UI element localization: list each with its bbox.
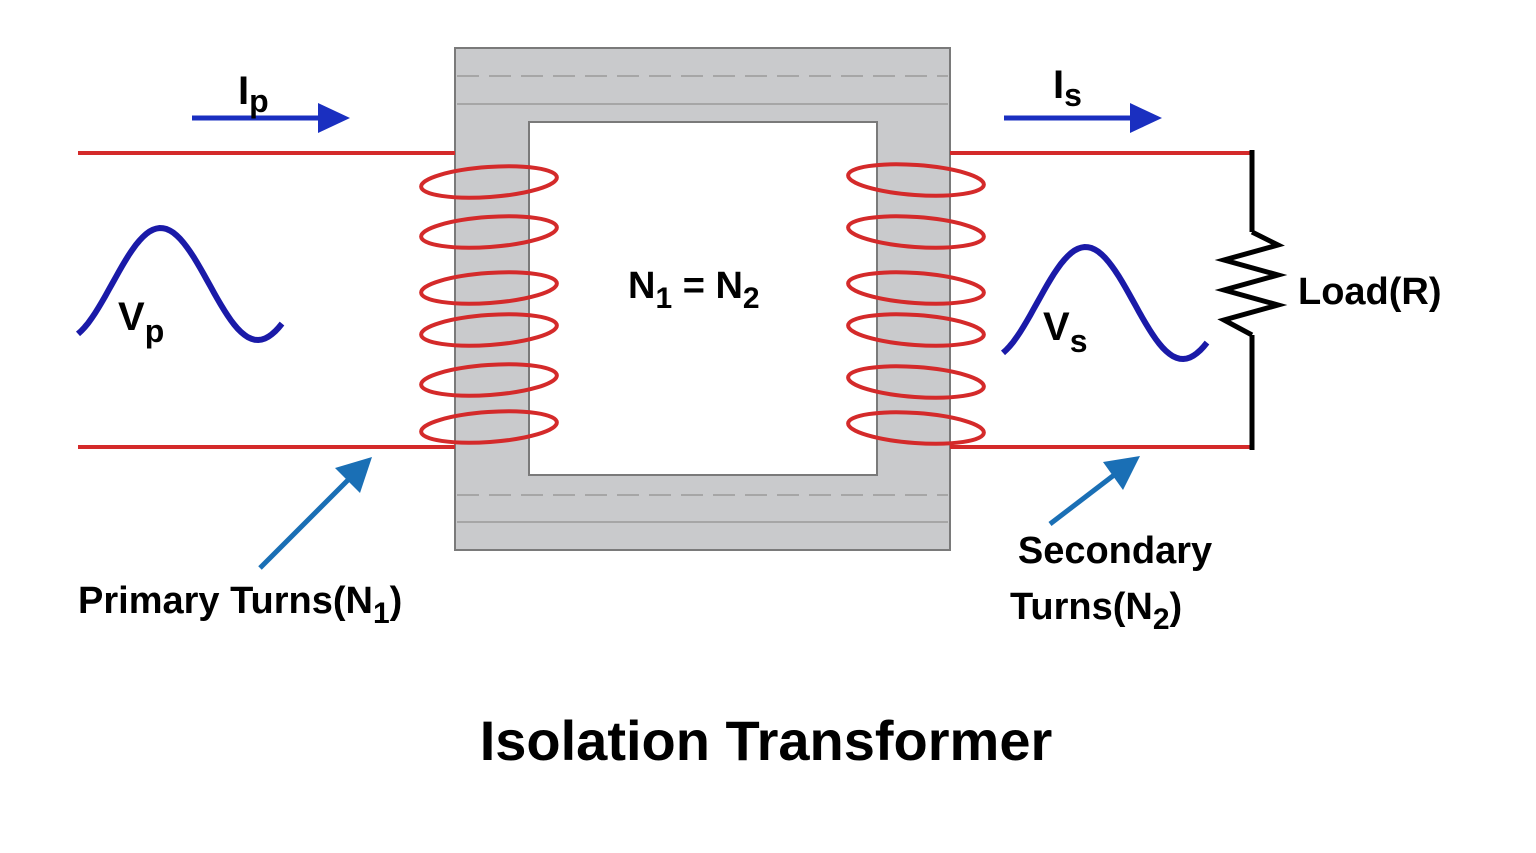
- transformer-core: [454, 47, 951, 551]
- turns-ratio-n2-subscript: 2: [743, 282, 760, 315]
- primary-voltage-label: Vp: [118, 295, 164, 349]
- resistor-zigzag: [1214, 229, 1288, 338]
- secondary-voltage-symbol: V: [1043, 305, 1070, 349]
- turns-ratio-n1-subscript: 1: [655, 282, 672, 315]
- secondary-turns-label-line2: Turns(N2): [1010, 586, 1182, 636]
- turns-ratio-label: N1 = N2: [628, 265, 760, 315]
- primary-coil: [419, 164, 559, 445]
- secondary-turns-pointer-head: [1103, 456, 1140, 490]
- coil-turn: [419, 362, 559, 398]
- coil-turn: [419, 409, 559, 445]
- secondary-voltage-subscript: s: [1070, 323, 1088, 359]
- primary-current-arrowhead: [318, 103, 350, 133]
- coil-turn: [419, 164, 559, 200]
- coil-turn: [846, 270, 986, 306]
- load-resistor: [1214, 150, 1288, 450]
- secondary-turns-pointer: [1048, 470, 1120, 526]
- coil-turn: [846, 312, 986, 348]
- coil-turn: [846, 214, 986, 250]
- load-label: Load(R): [1298, 271, 1442, 313]
- primary-wires: [78, 151, 455, 449]
- secondary-current-subscript: s: [1064, 77, 1082, 113]
- primary-voltage-symbol: V: [118, 295, 145, 339]
- primary-turns-subscript: 1: [373, 597, 390, 630]
- coil-turn: [419, 312, 559, 348]
- coil-turn: [846, 162, 986, 198]
- secondary-current-symbol: I: [1053, 63, 1064, 107]
- primary-voltage-subscript: p: [145, 313, 165, 349]
- turns-ratio-n1: N: [628, 265, 655, 307]
- turns-ratio-equals: =: [672, 265, 715, 307]
- core-frame: [454, 47, 951, 551]
- turns-ratio-n2: N: [715, 265, 742, 307]
- secondary-turns-subscript: 2: [1153, 603, 1170, 636]
- coil-turn: [419, 270, 559, 306]
- coil-turn: [419, 214, 559, 250]
- primary-sine-wave: [75, 224, 285, 344]
- primary-current-symbol: I: [238, 69, 249, 113]
- secondary-turns-text: Turns(N: [1010, 586, 1153, 628]
- coil-turn: [846, 364, 986, 400]
- primary-turns-label: Primary Turns(N1): [78, 580, 402, 630]
- secondary-voltage-label: Vs: [1043, 305, 1087, 359]
- primary-turns-pointer-head: [335, 457, 372, 493]
- secondary-wires: [950, 151, 1252, 449]
- secondary-turns-close: ): [1170, 586, 1183, 628]
- secondary-current-arrowhead: [1130, 103, 1162, 133]
- coil-turn: [846, 410, 986, 446]
- primary-turns-pointer: [258, 478, 350, 570]
- secondary-current-label: Is: [1053, 63, 1082, 113]
- secondary-turns-label-line1: Secondary: [1018, 530, 1212, 572]
- primary-turns-close: ): [390, 580, 403, 622]
- diagram-title: Isolation Transformer: [480, 709, 1053, 772]
- core-lamination-lines: [457, 75, 948, 523]
- primary-current-subscript: p: [249, 83, 269, 119]
- primary-turns-text: Primary Turns(N: [78, 580, 373, 622]
- primary-current-label: Ip: [238, 69, 269, 119]
- secondary-sine-wave: [1000, 243, 1210, 363]
- secondary-coil: [846, 162, 986, 446]
